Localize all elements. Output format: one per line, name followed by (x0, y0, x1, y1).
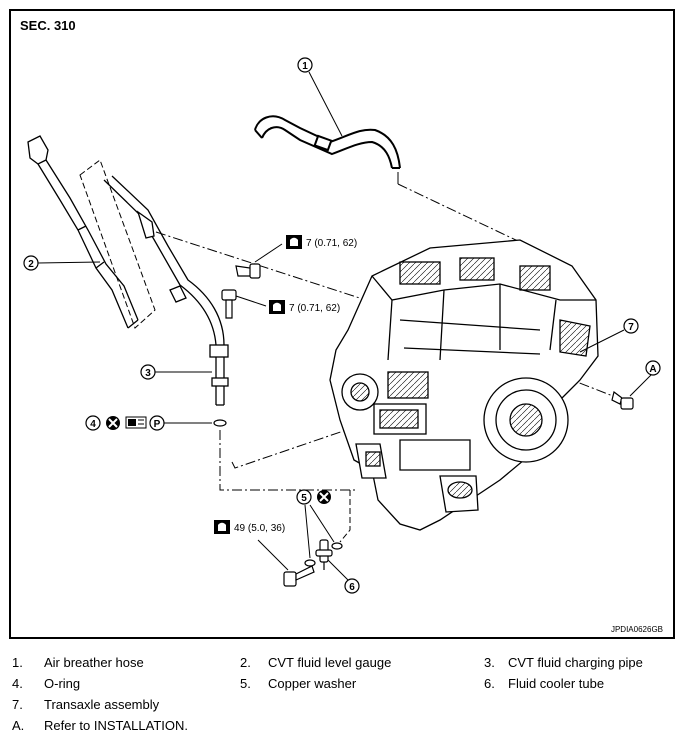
cooler-tube-bolt (283, 565, 315, 587)
callout-3: 3 (140, 364, 156, 380)
callout-6-leader (327, 559, 349, 581)
callout-5-leader (304, 504, 311, 559)
legend-number: 7. (12, 697, 23, 712)
callout-3-number: 3 (145, 368, 151, 379)
legend-text: Air breather hose (44, 655, 144, 670)
image-reference: JPDIA0626GB (610, 625, 663, 634)
callout-7: 7 (623, 318, 639, 334)
mount-bolt (611, 390, 634, 410)
callout-5-number: 5 (301, 493, 307, 504)
torque-icon (286, 235, 302, 249)
callout-7-number: 7 (628, 322, 634, 333)
bolt-gauge (221, 289, 237, 319)
do-not-reuse-icon (106, 416, 120, 430)
fluid-level-gauge (27, 135, 139, 329)
callout-5-leader-2 (309, 504, 335, 543)
legend-number: 2. (240, 655, 251, 670)
bolt-upper-leader (254, 243, 283, 263)
legend-number: A. (12, 718, 25, 733)
gauge-guide-box (79, 159, 156, 329)
legend-text: Transaxle assembly (44, 697, 160, 712)
hose-center-line-2 (397, 183, 521, 243)
fluid-cooler-tube (315, 539, 333, 570)
callout-1: 1 (297, 57, 313, 73)
callout-2-number: 2 (28, 259, 34, 270)
torque-cooler-bolt: 49 (5.0, 36) (234, 523, 285, 534)
legend-text: Fluid cooler tube (508, 676, 605, 691)
torque-icon (269, 300, 285, 314)
legend-number: 3. (484, 655, 495, 670)
callout-A: A (645, 360, 661, 376)
copper-washer (304, 559, 316, 567)
torque-upper: 7 (0.71, 62) (306, 238, 357, 249)
charging-pipe (103, 175, 229, 406)
callout-6: 6 (344, 578, 360, 594)
washer-guide-line (339, 490, 351, 543)
callout-1-number: 1 (302, 61, 308, 72)
cooler-bolt-leader (257, 539, 289, 571)
pipe-guide-line (219, 430, 356, 491)
legend-text: O-ring (44, 676, 81, 691)
bolt-upper (235, 263, 261, 279)
legend-text: CVT fluid charging pipe (508, 655, 643, 670)
fluid-apply-icon (125, 416, 147, 429)
bolt-gauge-leader (235, 295, 267, 307)
o-ring (213, 419, 227, 427)
copper-washer (331, 542, 343, 550)
callout-A-letter: A (649, 364, 656, 375)
callout-2: 2 (23, 255, 39, 271)
callout-A-leader (629, 374, 652, 397)
legend-text: Copper washer (268, 676, 357, 691)
transaxle-assembly (329, 239, 599, 531)
callout-P-letter: P (154, 419, 161, 430)
air-breather-hose (254, 115, 401, 169)
legend-number: 5. (240, 676, 251, 691)
legend-text: CVT fluid level gauge (268, 655, 392, 670)
callout-4-number: 4 (90, 419, 96, 430)
legend-number: 4. (12, 676, 23, 691)
callout-7-leader (579, 329, 625, 353)
callout-2-leader (37, 261, 101, 264)
callout-4: 4 (85, 415, 101, 431)
torque-gauge: 7 (0.71, 62) (289, 303, 340, 314)
legend-number: 1. (12, 655, 23, 670)
legend-text: Refer to INSTALLATION. (44, 718, 189, 733)
callout-P: P (149, 415, 165, 431)
section-label: SEC. 310 (20, 18, 76, 33)
do-not-reuse-icon (317, 490, 331, 504)
exploded-view-drawing: 1 2 3 4 (23, 57, 661, 594)
torque-icon (214, 520, 230, 534)
legend-number: 6. (484, 676, 495, 691)
callout-1-leader (308, 71, 343, 137)
callout-6-number: 6 (349, 582, 355, 593)
callout-5: 5 (296, 489, 312, 505)
